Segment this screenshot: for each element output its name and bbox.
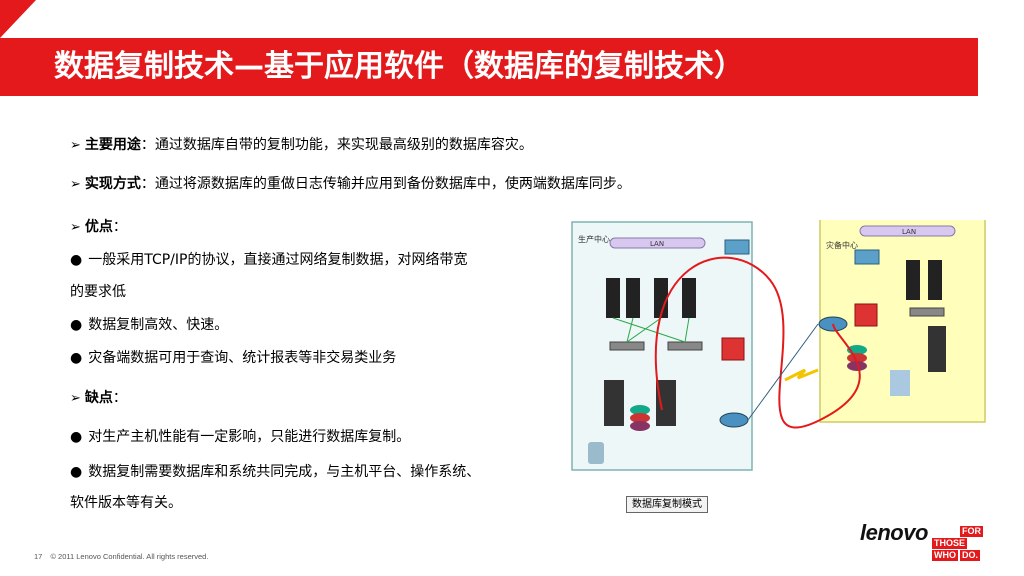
server-rack-icon [606, 260, 942, 318]
method-line: ➢实现方式：通过将源数据库的重做日志传输并应用到备份数据库中，使两端数据库同步。 [70, 173, 631, 193]
method-colon: ： [140, 176, 155, 192]
cons-item: ● 数据复制需要数据库和系统共同完成，与主机平台、操作系统、 [70, 461, 480, 481]
cons-item-text: 软件版本等有关。 [70, 495, 182, 511]
slide-title: 数据复制技术—基于应用软件（数据库的复制技术） [54, 49, 744, 84]
wan-router-icon [719, 412, 749, 428]
copyright-text: © 2011 Lenovo Confidential. All rights r… [50, 552, 209, 561]
logo-tag-for: FOR [960, 526, 983, 537]
main-use-line: ➢主要用途：通过数据库自带的复制功能，来实现最高级别的数据库容灾。 [70, 134, 533, 154]
dot-bullet-icon: ● [70, 464, 83, 480]
dot-bullet-icon: ● [70, 429, 83, 445]
lightning-icon [784, 368, 819, 382]
production-site-label: 生产中心 [578, 234, 610, 244]
pros-item-text: 一般采用TCP/IP的协议，直接通过网络复制数据，对网络带宽 [88, 252, 468, 268]
lan-bar-right [859, 225, 956, 237]
storage-array-icon [604, 326, 946, 426]
arrow-bullet-icon: ➢ [70, 391, 81, 406]
pros-item: ● 数据复制高效、快速。 [70, 314, 228, 334]
pros-item-text: 灾备端数据可用于查询、统计报表等非交易类业务 [88, 350, 397, 366]
cons-item-continued: 软件版本等有关。 [70, 492, 182, 512]
pros-item-text: 数据复制高效、快速。 [88, 317, 229, 333]
logo-tag-do: DO. [960, 550, 981, 561]
cons-colon: ： [112, 390, 127, 406]
lenovo-logo: lenovo FOR THOSE WHO DO. [860, 518, 990, 566]
wan-link [747, 323, 819, 421]
lan-label-right: LAN [902, 228, 916, 236]
dot-bullet-icon: ● [70, 317, 83, 333]
diagram-caption: 数据库复制模式 [626, 496, 708, 513]
method-label: 实现方式 [84, 176, 141, 192]
title-corner-decoration [0, 0, 36, 38]
page-number: 17 [34, 552, 43, 561]
cons-label: 缺点 [84, 390, 113, 406]
replication-link [654, 256, 861, 429]
router-icon [721, 303, 878, 361]
backup-disk-icon [588, 442, 604, 464]
footer: 17 © 2011 Lenovo Confidential. All right… [34, 552, 208, 561]
method-text: 通过将源数据库的重做日志传输并应用到备份数据库中，使两端数据库同步。 [154, 176, 631, 192]
pros-heading: ➢优点： [70, 216, 127, 236]
arrow-bullet-icon: ➢ [70, 220, 81, 235]
cons-heading: ➢缺点： [70, 387, 127, 407]
arrow-bullet-icon: ➢ [70, 138, 81, 153]
san-fabric-lines [612, 317, 690, 343]
title-band [0, 38, 978, 96]
pros-label: 优点 [84, 219, 113, 235]
logo-tag-who: WHO [932, 550, 958, 561]
pros-item-text: 的要求低 [70, 284, 126, 300]
tape-library-icon [890, 370, 910, 396]
cons-item: ● 对生产主机性能有一定影响，只能进行数据库复制。 [70, 426, 410, 446]
lan-label-left: LAN [650, 240, 664, 248]
main-use-colon: ： [140, 137, 155, 153]
arrow-bullet-icon: ➢ [70, 177, 81, 192]
pros-colon: ： [112, 219, 127, 235]
lan-bar-left [609, 237, 706, 249]
cons-item-text: 数据复制需要数据库和系统共同完成，与主机平台、操作系统、 [88, 464, 481, 480]
lenovo-wordmark: lenovo [860, 520, 928, 545]
dot-bullet-icon: ● [70, 350, 83, 366]
dr-site-label: 灾备中心 [826, 240, 858, 250]
pros-item-continued: 的要求低 [70, 281, 126, 301]
replication-diagram: 生产中心 灾备中心 LAN LAN [571, 220, 986, 471]
pros-item: ● 一般采用TCP/IP的协议，直接通过网络复制数据，对网络带宽 [70, 249, 467, 269]
main-use-label: 主要用途 [84, 137, 141, 153]
logo-tag-those: THOSE [932, 538, 968, 549]
cons-item-text: 对生产主机性能有一定影响，只能进行数据库复制。 [88, 429, 411, 445]
dot-bullet-icon: ● [70, 252, 83, 268]
network-switch-icon [724, 239, 880, 265]
main-use-text: 通过数据库自带的复制功能，来实现最高级别的数据库容灾。 [154, 137, 533, 153]
pros-item: ● 灾备端数据可用于查询、统计报表等非交易类业务 [70, 347, 396, 367]
